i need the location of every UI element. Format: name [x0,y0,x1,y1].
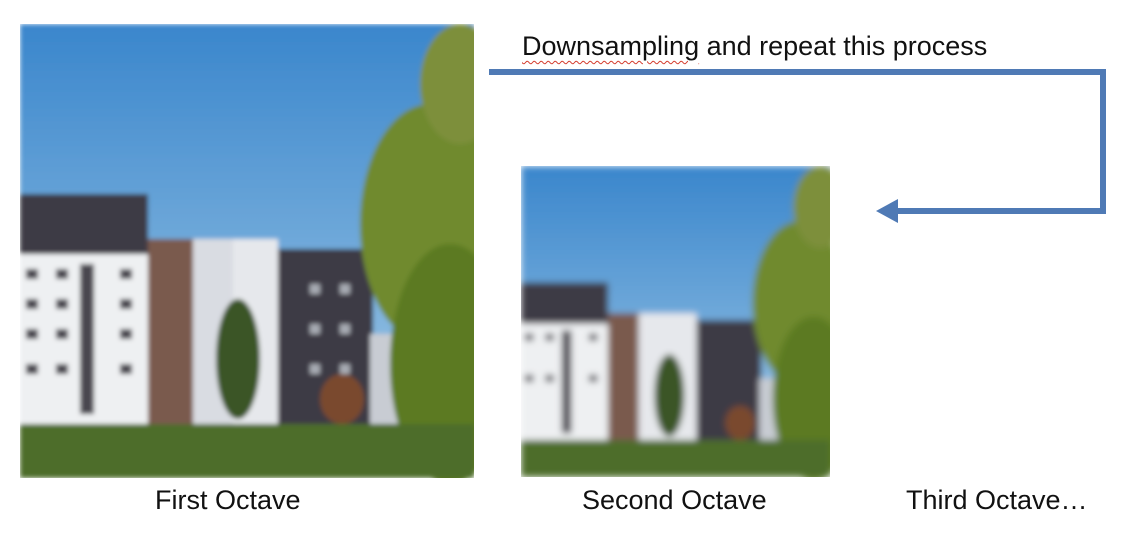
third-octave-caption: Third Octave… [906,485,1088,515]
first-octave-caption: First Octave [155,485,301,515]
process-label-rest: and repeat this process [699,31,988,61]
process-label: Downsampling and repeat this process [522,31,987,62]
process-label-word: Downsampling [522,31,700,61]
second-octave-image [521,166,830,477]
second-octave-caption: Second Octave [582,485,767,515]
first-octave-image [20,24,474,478]
